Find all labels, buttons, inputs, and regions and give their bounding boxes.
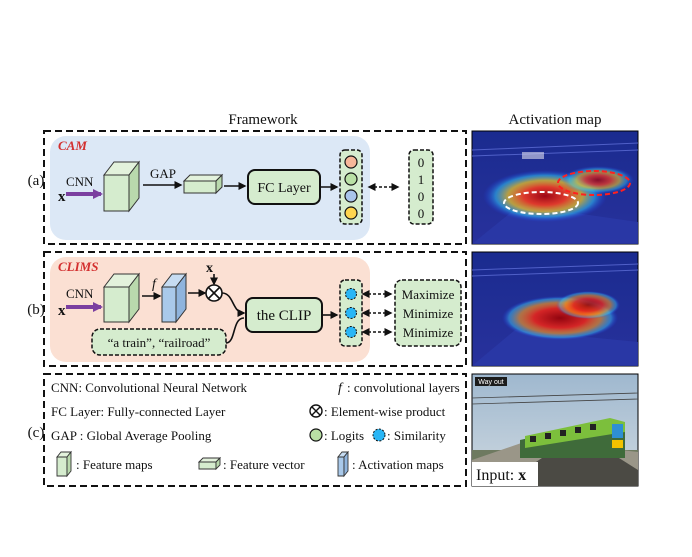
legend-activation-maps: : Activation maps	[352, 457, 444, 472]
legend-similarity: : Similarity	[387, 428, 446, 443]
legend-feature-vector: : Feature vector	[223, 457, 305, 472]
similarity-dots	[345, 288, 357, 338]
legend-logit-icon	[309, 428, 323, 442]
cnn-label-b: CNN	[66, 286, 94, 301]
panel-a-frame	[43, 130, 467, 245]
panel-c-legend: CNN: Convolutional Neural Network f : co…	[43, 373, 467, 487]
legend-f-symbol: f	[338, 381, 344, 396]
train	[520, 418, 625, 458]
legend-logits: : Logits	[324, 428, 364, 443]
cam-highlight-ellipse-1	[503, 191, 579, 215]
activation-map-header: Activation map	[509, 112, 602, 128]
feature-map-cube-b	[102, 272, 141, 324]
target-vector	[408, 149, 434, 225]
legend-gap: GAP : Global Average Pooling	[51, 428, 212, 443]
similarity-dot-2	[345, 326, 357, 338]
input-x-b: x	[58, 303, 66, 319]
objectives-box	[394, 279, 462, 347]
legend-cnn: CNN: Convolutional Neural Network	[51, 380, 248, 395]
similarity-dot-0	[345, 288, 357, 300]
input-label-box	[472, 462, 538, 486]
logit-circle-1	[344, 172, 358, 186]
legend-feature-maps: : Feature maps	[76, 457, 153, 472]
target-value-2: 0	[418, 189, 425, 204]
legend-product: : Element-wise product	[324, 404, 446, 419]
element-wise-product-icon	[205, 284, 223, 302]
legend-product-icon	[309, 404, 323, 418]
cam-highlight-ellipse-2	[557, 170, 631, 196]
panel-b-clims: CLIMS x CNN f x “a train”, “railroad”	[43, 251, 467, 367]
target-value-3: 0	[418, 206, 425, 221]
cam-title: CAM	[58, 138, 87, 153]
panel-b-frame	[43, 251, 467, 367]
logits-group	[339, 149, 363, 225]
logit-circle-3	[344, 206, 358, 220]
input-photo: Way out Input: x	[471, 373, 639, 487]
similarity-dot-1	[345, 307, 357, 319]
product-to-clip-path	[221, 292, 246, 317]
clip-label: the CLIP	[257, 308, 312, 324]
input-label: Input: x	[476, 467, 526, 484]
legend-activation-map-icon	[337, 450, 349, 478]
cnn-label-a: CNN	[66, 174, 94, 189]
way-out-sign: Way out	[478, 379, 503, 386]
legend-similarity-icon	[372, 428, 386, 442]
legend-fc: FC Layer: Fully-connected Layer	[51, 404, 226, 419]
clims-title: CLIMS	[58, 259, 98, 274]
text-prompt-box	[91, 328, 227, 356]
panel-c-frame	[43, 373, 467, 487]
legend-f-desc: : convolutional layers	[347, 380, 460, 395]
gap-label: GAP	[150, 166, 176, 181]
legend-feature-vector-icon	[197, 456, 222, 471]
panel-a-cam: CAM x CNN GAP FC Layer 0 1 0 0	[43, 130, 467, 245]
text-prompt: “a train”, “railroad”	[108, 335, 211, 350]
clims-activation-map	[471, 251, 639, 367]
legend-feature-map-icon	[56, 450, 72, 478]
logit-circle-2	[344, 189, 358, 203]
objective-minimize-2: Minimize	[403, 325, 454, 340]
framework-header: Framework	[228, 112, 298, 128]
cam-activation-map	[471, 130, 639, 245]
logit-circles	[344, 155, 358, 220]
target-value-1: 1	[418, 172, 425, 187]
f-label-b: f	[152, 277, 158, 292]
input-x-a: x	[58, 189, 66, 205]
x-top-label: x	[206, 261, 213, 276]
feature-map-cube-a	[102, 160, 141, 213]
row-label-c: (c)	[28, 425, 45, 441]
objective-maximize: Maximize	[402, 287, 455, 302]
feature-vector-a	[182, 173, 224, 195]
row-label-b: (b)	[27, 302, 45, 318]
logit-circle-0	[344, 155, 358, 169]
fc-layer-label: FC Layer	[257, 181, 311, 196]
row-label-a: (a)	[28, 173, 45, 189]
text-to-clip-path	[225, 317, 245, 344]
activation-map-slab-b	[160, 272, 188, 324]
target-value-0: 0	[418, 155, 425, 170]
objective-minimize-1: Minimize	[403, 306, 454, 321]
